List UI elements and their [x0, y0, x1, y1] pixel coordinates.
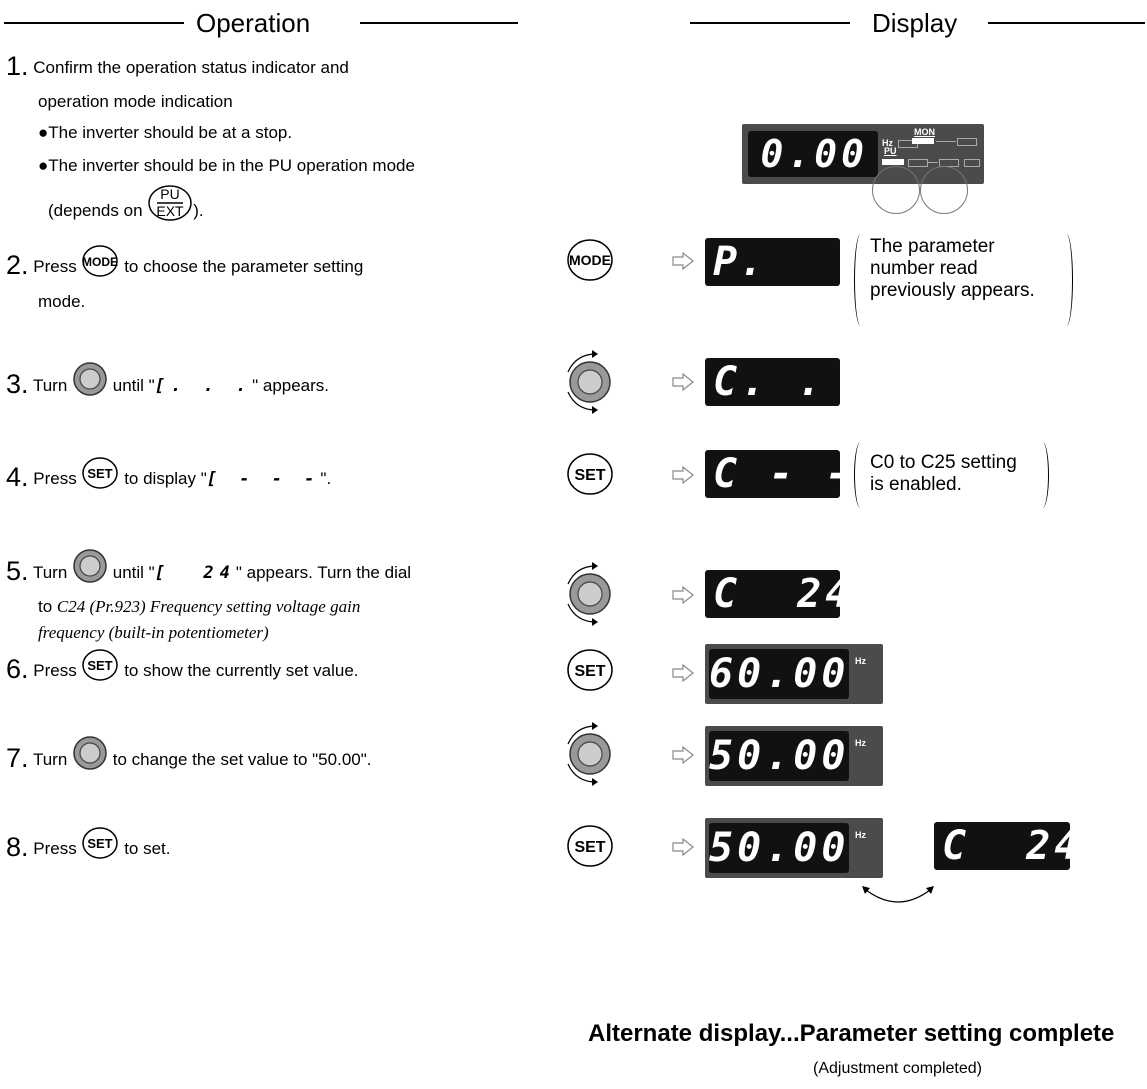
step-2-line2: mode.: [38, 292, 86, 311]
paren-left: [854, 234, 867, 326]
step-1-text: Confirm the operation status indicator a…: [33, 58, 349, 77]
dial-icon: [72, 548, 108, 599]
dial-icon: [72, 361, 108, 412]
set-key-icon: SET: [566, 824, 614, 873]
arrow-icon: [672, 465, 694, 489]
mode-key-icon: MODE: [566, 238, 614, 287]
hz-label: Hz: [855, 656, 866, 666]
set-key-icon: SET: [566, 452, 614, 501]
frequency-display-panel: 50.00 Hz: [705, 726, 883, 786]
arrow-icon: [672, 585, 694, 609]
step-5: 5. Turn until "[ 24" appears. Turn the d…: [6, 548, 411, 599]
note-line: is enabled.: [870, 474, 962, 495]
step-5-line3: frequency (built-in potentiometer): [38, 623, 269, 642]
bullet-pu-mode: ●The inverter should be in the PU operat…: [38, 156, 415, 175]
lcd-value: 0.00: [760, 132, 868, 176]
step-2: 2. Press MODE to choose the parameter se…: [6, 244, 363, 291]
step-8: 8. Press SET to set.: [6, 826, 171, 873]
set-key-icon: SET: [81, 648, 119, 695]
mon-label: MON: [914, 127, 935, 137]
header-rule: [4, 22, 184, 24]
pu-ext-key-icon: PU EXT: [147, 183, 193, 240]
arrow-icon: [672, 663, 694, 687]
pu-led: [882, 159, 904, 165]
paren-left: [854, 442, 867, 508]
lcd-calibration-menu: C. . .: [705, 358, 840, 406]
step-7: 7. Turn to change the set value to "50.0…: [6, 735, 372, 786]
paren-right: [1036, 442, 1049, 508]
arrow-icon: [672, 837, 694, 861]
alternate-display-caption: Alternate display...Parameter setting co…: [588, 1020, 1115, 1047]
note-line: C0 to C25 setting: [870, 452, 1017, 473]
hz-label: Hz: [855, 738, 866, 748]
ext-led: [908, 159, 928, 167]
set-key-icon: SET: [566, 648, 614, 697]
set-key-icon: SET: [81, 456, 119, 503]
lcd-frequency: 50.00: [709, 731, 849, 781]
bullet-stop: ●The inverter should be at a stop.: [38, 123, 293, 142]
lcd-param-number: P. 0: [705, 238, 840, 286]
operation-panel-display: 0.00 Hz MON PU: [742, 124, 984, 214]
indicator-led: [964, 159, 980, 167]
note-line: number read: [870, 258, 978, 279]
svg-text:EXT: EXT: [157, 203, 185, 219]
svg-text:SET: SET: [88, 836, 113, 851]
step-5-line2: to C24 (Pr.923) Frequency setting voltag…: [38, 597, 361, 616]
svg-text:SET: SET: [574, 839, 605, 856]
arrow-icon: [672, 745, 694, 769]
header-rule: [360, 22, 518, 24]
display-header: Display: [690, 8, 1147, 38]
header-rule: [690, 22, 850, 24]
pu-label: PU: [884, 146, 897, 156]
hz-label: Hz: [855, 830, 866, 840]
hz-label: Hz: [882, 138, 893, 148]
lcd-c24: C 24: [705, 570, 840, 618]
button-outline: [872, 166, 920, 214]
lcd-calibration-list: C - - -: [705, 450, 840, 498]
svg-text:MODE: MODE: [82, 255, 118, 269]
note-line: The parameter: [870, 236, 995, 257]
arrow-icon: [672, 251, 694, 275]
header-rule: [988, 22, 1145, 24]
alternate-arrow-icon: [860, 884, 936, 915]
svg-text:SET: SET: [574, 467, 605, 484]
hz-led: [898, 140, 918, 148]
set-key-icon: SET: [81, 826, 119, 873]
arrow-icon: [672, 372, 694, 396]
step-3: 3. Turn until "[. . ." appears.: [6, 361, 329, 412]
paren-right: [1060, 234, 1073, 326]
lcd-screen: 0.00: [748, 131, 878, 177]
led-trace: [936, 141, 956, 142]
step-1: 1. Confirm the operation status indicato…: [6, 51, 349, 81]
operation-header: Operation: [0, 8, 520, 38]
svg-text:SET: SET: [88, 658, 113, 673]
mode-key-icon: MODE: [81, 244, 119, 291]
step-1-line2: operation mode indication: [38, 92, 233, 111]
depends-on-line: (depends on PU EXT ).: [48, 183, 204, 240]
lcd-frequency: 60.00: [709, 649, 849, 699]
lcd-alternate-c24: C 24: [934, 822, 1070, 870]
lcd-frequency: 50.00: [709, 823, 849, 873]
svg-text:MODE: MODE: [569, 252, 611, 268]
svg-text:SET: SET: [574, 663, 605, 680]
dial-icon: [72, 735, 108, 786]
indicator-led: [957, 138, 977, 146]
step-4: 4. Press SET to display "[ - - -".: [6, 456, 331, 503]
frequency-display-panel: 60.00 Hz: [705, 644, 883, 704]
step-6: 6. Press SET to show the currently set v…: [6, 648, 359, 695]
dial-rotate-icon: [560, 348, 616, 421]
mon-led: [912, 138, 934, 144]
dial-rotate-icon: [560, 720, 616, 793]
svg-text:SET: SET: [88, 466, 113, 481]
display-title: Display: [872, 8, 958, 38]
operation-title: Operation: [196, 8, 311, 38]
adjustment-completed-caption: (Adjustment completed): [813, 1060, 982, 1077]
note-line: previously appears.: [870, 280, 1035, 301]
dial-rotate-icon: [560, 560, 616, 633]
svg-text:PU: PU: [161, 186, 180, 202]
frequency-display-panel: 50.00 Hz: [705, 818, 883, 878]
led-trace: [928, 162, 938, 163]
button-outline: [920, 166, 968, 214]
